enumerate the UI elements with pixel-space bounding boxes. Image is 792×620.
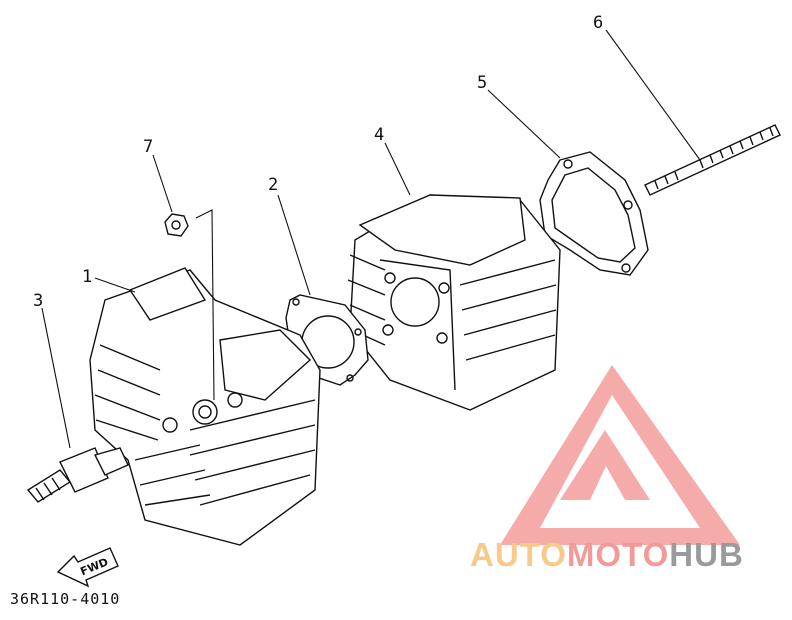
callout-7: 7 bbox=[143, 137, 153, 157]
diagram-code: 36R110-4010 bbox=[10, 590, 121, 608]
callout-4: 4 bbox=[374, 125, 384, 145]
nut bbox=[164, 213, 189, 237]
leader-lines bbox=[41, 29, 701, 449]
cylinder bbox=[347, 194, 561, 411]
spark-plug bbox=[26, 447, 129, 503]
brand-auto: AUTO bbox=[470, 536, 567, 573]
callout-5: 5 bbox=[477, 73, 487, 93]
callout-numbers: 1 2 3 4 5 6 7 bbox=[33, 13, 603, 311]
brand-hub: HUB bbox=[669, 536, 744, 573]
callout-6: 6 bbox=[593, 13, 603, 33]
callout-3: 3 bbox=[33, 291, 43, 311]
watermark-logo bbox=[500, 365, 740, 545]
base-gasket bbox=[539, 151, 649, 276]
callout-2: 2 bbox=[268, 175, 278, 195]
watermark-text: AUTOMOTOHUB bbox=[470, 536, 744, 574]
cylinder-head bbox=[89, 267, 321, 546]
fwd-arrow: FWD bbox=[56, 547, 119, 588]
callout-1: 1 bbox=[82, 267, 92, 287]
stud-bolt bbox=[644, 124, 781, 196]
brand-moto: MOTO bbox=[566, 536, 670, 573]
